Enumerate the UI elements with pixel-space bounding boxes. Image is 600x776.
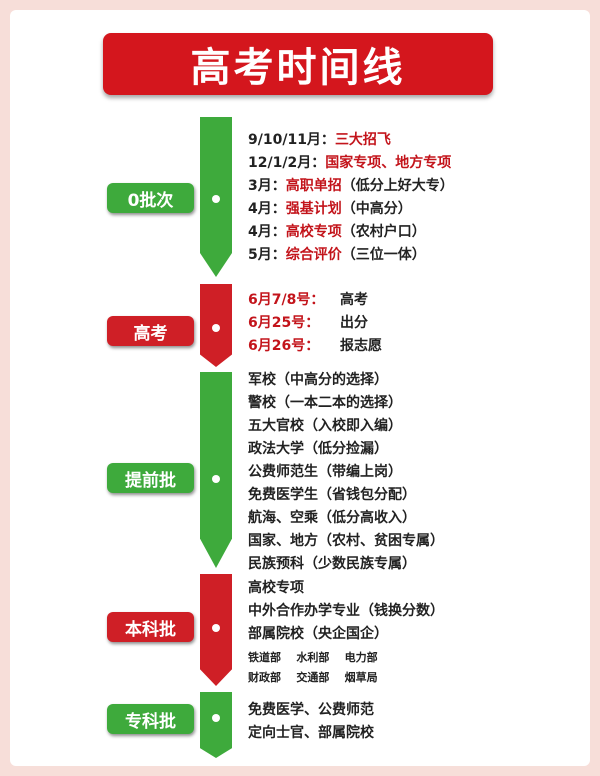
batch0-item: 9/10/11月：三大招飞 bbox=[248, 132, 391, 148]
batch0-item-note: （三位一体） bbox=[341, 247, 426, 263]
arrow-junior bbox=[200, 692, 232, 758]
batch0-item-note: （低分上好大专） bbox=[341, 178, 454, 194]
early-item: 军校（中高分的选择） bbox=[248, 372, 388, 388]
arrow-early bbox=[200, 372, 232, 568]
gaokao-item-date: 6月25号： bbox=[248, 315, 320, 331]
timeline-dot bbox=[212, 714, 220, 722]
batch0-item-note: （中高分） bbox=[341, 201, 412, 217]
undergrad-item: 部属院校（央企国企） bbox=[248, 626, 388, 642]
early-item: 公费师范生（带编上岗） bbox=[248, 464, 402, 480]
batch0-item: 4月：高校专项（农村户口） bbox=[248, 224, 426, 240]
batch0-item-date: 4月： bbox=[248, 224, 286, 240]
gaokao-item: 6月7/8号： 高考 bbox=[248, 292, 368, 308]
stage-label-junior: 专科批 bbox=[107, 704, 194, 734]
early-item: 民族预科（少数民族专属） bbox=[248, 556, 416, 572]
undergrad-item: 高校专项 bbox=[248, 580, 304, 596]
early-item: 政法大学（低分捡漏） bbox=[248, 441, 388, 457]
junior-item: 定向士官、部属院校 bbox=[248, 725, 374, 741]
batch0-item-name: 三大招飞 bbox=[334, 132, 391, 148]
gaokao-item-text: 报志愿 bbox=[340, 338, 382, 354]
stage-label-early: 提前批 bbox=[107, 463, 194, 493]
timeline-dot bbox=[212, 475, 220, 483]
batch0-item-name: 国家专项、地方专项 bbox=[325, 155, 452, 171]
batch0-item-name: 综合评价 bbox=[285, 247, 342, 263]
early-item: 国家、地方（农村、贫困专属） bbox=[248, 533, 444, 549]
gaokao-item-text: 出分 bbox=[340, 315, 368, 331]
gaokao-item-date: 6月7/8号： bbox=[248, 292, 325, 308]
undergrad-ministry-list: 铁道部 水利部 电力部 bbox=[248, 651, 378, 664]
gaokao-item: 6月25号： 出分 bbox=[248, 315, 368, 331]
undergrad-item: 中外合作办学专业（钱换分数） bbox=[248, 603, 444, 619]
batch0-item-date: 4月： bbox=[248, 201, 286, 217]
gaokao-item-text: 高考 bbox=[340, 292, 368, 308]
batch0-item: 5月：综合评价（三位一体） bbox=[248, 247, 426, 263]
timeline-dot bbox=[212, 324, 220, 332]
timeline-dot bbox=[212, 624, 220, 632]
batch0-item-name: 高职单招 bbox=[285, 178, 342, 194]
batch0-item-date: 5月： bbox=[248, 247, 286, 263]
batch0-item-date: 3月： bbox=[248, 178, 286, 194]
gaokao-item: 6月26号： 报志愿 bbox=[248, 338, 382, 354]
batch0-item-name: 强基计划 bbox=[285, 201, 342, 217]
batch0-item: 12/1/2月：国家专项、地方专项 bbox=[248, 155, 451, 171]
batch0-item-date: 9/10/11月： bbox=[248, 132, 335, 148]
poster-card bbox=[10, 10, 590, 766]
stage-label-undergrad: 本科批 bbox=[107, 612, 194, 642]
gaokao-item-date: 6月26号： bbox=[248, 338, 320, 354]
page-title: 高考时间线 bbox=[103, 33, 493, 95]
batch0-item: 3月：高职单招（低分上好大专） bbox=[248, 178, 454, 194]
batch0-item: 4月：强基计划（中高分） bbox=[248, 201, 412, 217]
batch0-item-note: （农村户口） bbox=[341, 224, 426, 240]
early-item: 免费医学生（省钱包分配） bbox=[248, 487, 416, 503]
timeline-dot bbox=[212, 195, 220, 203]
stage-label-batch0: 0批次 bbox=[107, 183, 194, 213]
batch0-item-name: 高校专项 bbox=[285, 224, 342, 240]
early-item: 五大官校（入校即入编） bbox=[248, 418, 402, 434]
junior-item: 免费医学、公费师范 bbox=[248, 702, 374, 718]
early-item: 航海、空乘（低分高收入） bbox=[248, 510, 416, 526]
batch0-item-date: 12/1/2月： bbox=[248, 155, 326, 171]
undergrad-ministry-list: 财政部 交通部 烟草局 bbox=[248, 671, 378, 684]
stage-label-gaokao: 高考 bbox=[107, 316, 194, 346]
early-item: 警校（一本二本的选择） bbox=[248, 395, 402, 411]
